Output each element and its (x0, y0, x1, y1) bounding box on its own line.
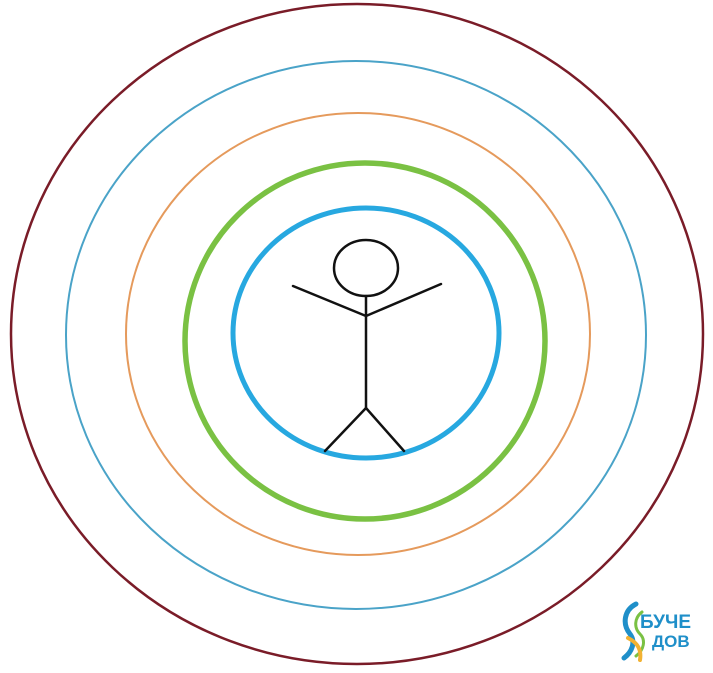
figure-head (334, 240, 398, 296)
figure-legs (325, 408, 404, 451)
fourth-ring (66, 61, 646, 609)
outer-ring (11, 4, 703, 664)
logo-text-line-2: ДОВ (652, 633, 690, 650)
third-ring (126, 113, 590, 555)
logo-text-line-1: БУЧЕ (640, 613, 691, 632)
stick-figure (293, 240, 441, 451)
logo: БУЧЕ ДОВ (618, 598, 713, 664)
